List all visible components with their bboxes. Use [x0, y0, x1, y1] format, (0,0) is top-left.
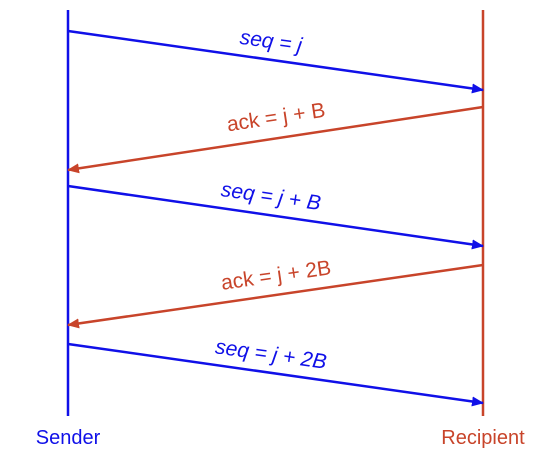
seq-arrow-3: [67, 184, 484, 250]
ack-label-2: ack = j + B: [225, 99, 327, 137]
recipient-label: Recipient: [441, 427, 525, 449]
ack-arrow-4: [67, 263, 484, 329]
ack-arrow-2: [67, 105, 484, 174]
sender-label: Sender: [36, 427, 101, 449]
seq-arrow-1: [67, 29, 484, 94]
seq-label-3: seq = j + B: [220, 178, 323, 215]
seq-label-1: seq = j: [238, 26, 304, 58]
seq-arrow-5: [67, 342, 484, 407]
